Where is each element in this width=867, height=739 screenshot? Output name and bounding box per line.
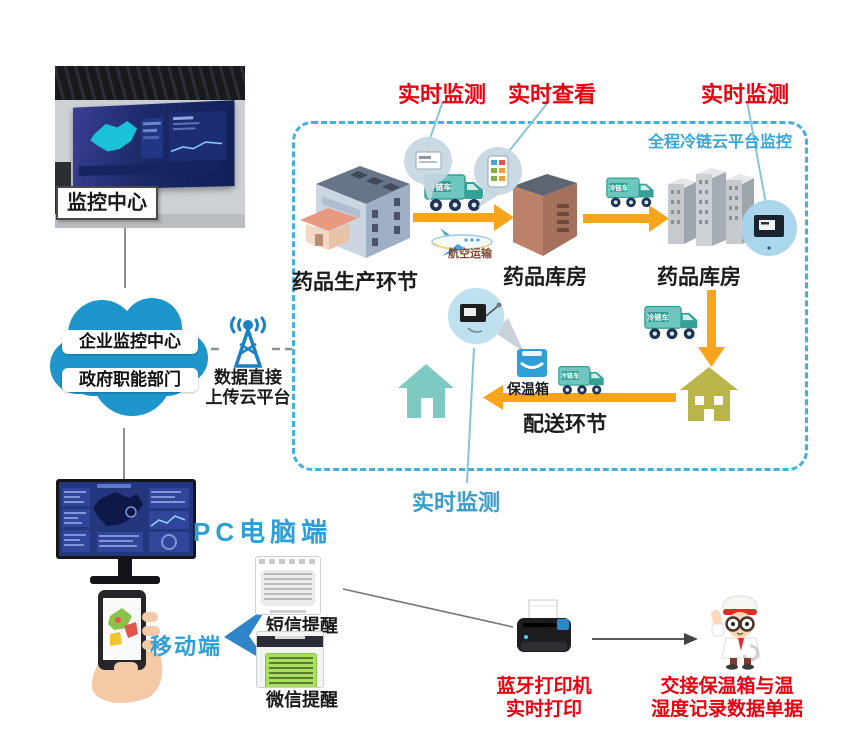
- arrow-production-to-warehouse1: [494, 204, 514, 231]
- label-realtime-monitor-1: 实时监测: [398, 82, 487, 107]
- pc-dashboard: [59, 482, 193, 556]
- photo-ceiling: [55, 66, 245, 100]
- callout-logger-1: [404, 137, 452, 202]
- label-realtime-monitor-3: 实时监测: [412, 490, 501, 515]
- house-olive-icon: [680, 367, 738, 421]
- factory-icon: [300, 166, 410, 258]
- airplane-icon: [431, 228, 493, 256]
- handover-caption-line2: 湿度记录数据单据: [650, 699, 803, 720]
- cold-chain-truck-3: 冷链车: [644, 305, 698, 340]
- doctor-character: [711, 595, 761, 670]
- mobile-phone-in-hand: [91, 590, 163, 703]
- monitoring-center-label: 监控中心: [56, 186, 158, 220]
- pc-monitor-stand-base: [90, 576, 160, 584]
- truck3-label: 冷链车: [647, 313, 669, 322]
- antenna-caption-line1: 数据直接: [214, 368, 282, 387]
- arrow-warehouse2-to-house: [698, 347, 725, 367]
- delivery-stage-label: 配送环节: [523, 413, 607, 436]
- cold-chain-truck-2: 冷链车: [606, 177, 654, 208]
- sms-statusbar: [259, 559, 317, 564]
- warehouse2-label: 药品库房: [657, 266, 741, 289]
- cloud-text-government: 政府职能部门: [62, 368, 198, 392]
- sms-bubble: [261, 570, 315, 606]
- production-stage-label: 药品生产环节: [292, 271, 418, 294]
- cloud-text-enterprise: 企业监控中心: [62, 330, 198, 354]
- cold-chain-truck-4: 冷链车: [558, 366, 604, 395]
- callout-logger-3: [448, 288, 524, 352]
- label-realtime-monitor-2: 实时监测: [701, 82, 790, 107]
- wechat-bubble: [265, 653, 317, 687]
- wechat-titlebar: [257, 636, 323, 647]
- truck2-label: 冷链车: [609, 183, 629, 192]
- big-wall-screen: [73, 100, 235, 190]
- antenna-icon: [230, 316, 266, 368]
- sms-timestamp: [270, 610, 306, 613]
- wechat-screenshot: [256, 631, 324, 688]
- wall-screen-content: [78, 110, 227, 177]
- printer-caption-line1: 蓝牙打印机: [496, 676, 592, 697]
- cloud-platform-dashed-box: [292, 121, 808, 471]
- house-teal-icon: [398, 364, 454, 418]
- line-alerts-to-printer: [342, 588, 514, 628]
- callout-logger-2: [741, 200, 797, 256]
- pc-client-label: PC电脑端: [193, 517, 333, 547]
- sms-screenshot: [255, 556, 321, 615]
- arrowhead-to-person: [684, 633, 698, 645]
- arrow-warehouse1-to-warehouse2: [649, 205, 669, 232]
- flow-arrows: [413, 204, 725, 410]
- pc-monitor-stand-pole: [118, 559, 132, 577]
- warehouse1-label: 药品库房: [503, 266, 587, 289]
- bluetooth-printer-icon: [517, 599, 571, 652]
- warehouse1-icon: [513, 174, 577, 256]
- mobile-client-label: 移动端: [150, 634, 223, 659]
- cooler-box-icon: [517, 349, 547, 377]
- pc-monitor: [56, 479, 196, 559]
- antenna-caption-line2: 上传云平台: [205, 388, 291, 407]
- air-transport-label: 航空运输: [448, 248, 492, 260]
- label-realtime-view: 实时查看: [508, 82, 597, 107]
- callout-app-view: [474, 147, 522, 208]
- cloud-icon: [50, 298, 208, 416]
- handover-caption-line1: 交接保温箱与温: [660, 676, 794, 697]
- arrow-delivery-left: [483, 385, 503, 410]
- platform-caption: 全程冷链云平台监控: [648, 134, 793, 151]
- cooler-box-label: 保温箱: [507, 381, 549, 397]
- wechat-alert-label: 微信提醒: [266, 690, 338, 710]
- truck1-label: 冷链车: [428, 182, 452, 192]
- printer-caption-line2: 实时打印: [505, 699, 582, 720]
- truck4-label: 冷链车: [561, 372, 580, 380]
